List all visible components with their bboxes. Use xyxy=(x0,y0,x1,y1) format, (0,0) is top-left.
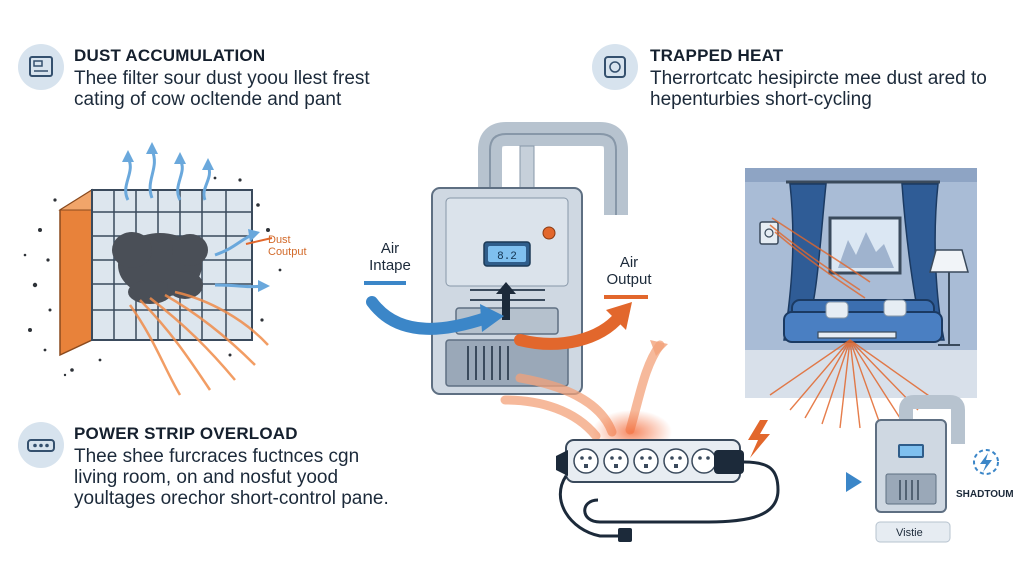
air-output-label: Air Output xyxy=(606,254,652,288)
dust-body: Thee filter sour dust yoou llest frest c… xyxy=(74,68,370,110)
living-room-scene xyxy=(745,168,977,429)
power-strip-icon xyxy=(27,439,55,452)
dirty-filter xyxy=(23,176,282,377)
air-intake-arrow xyxy=(364,281,504,335)
dust-output-label: Dust Coutput xyxy=(268,234,307,258)
heat-heading: TRAPPED HEAT xyxy=(650,46,784,65)
furnace-unit: 8.2 xyxy=(431,122,628,395)
thermostat-icon xyxy=(604,56,626,78)
power-heading: POWER STRIP OVERLOAD xyxy=(74,424,298,443)
dust-heading: DUST ACCUMULATION xyxy=(74,46,266,65)
air-output-arrow xyxy=(514,295,648,350)
heat-body: Therrortcatc hesipircte mee dust ared to… xyxy=(650,68,987,110)
shutdown-furnace xyxy=(800,395,999,543)
shutdown-power-icon xyxy=(973,449,999,475)
lightning-icon xyxy=(748,420,770,458)
visible-label: Vistie xyxy=(896,527,923,539)
filter-airflow-arrows xyxy=(122,142,270,292)
shutdown-label: SHADTOUM xyxy=(956,489,1014,500)
power-strip-drawing xyxy=(556,410,780,542)
dust-section-icon-badge xyxy=(18,44,64,90)
power-section-icon-badge xyxy=(18,422,64,468)
power-body: Thee shee furcraces fuctnces cgn living … xyxy=(74,446,389,509)
heat-section-icon-badge xyxy=(592,44,638,90)
filter-heat-streaks xyxy=(128,290,269,396)
furnace-box-icon xyxy=(29,56,53,77)
furnace-display-value: 8.2 xyxy=(497,251,517,263)
air-intake-label: Air Intape xyxy=(369,240,411,274)
